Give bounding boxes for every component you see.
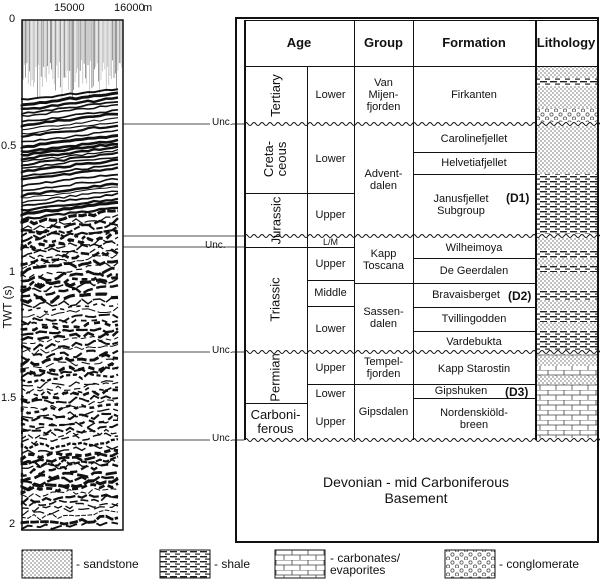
period-permian: Permian: [267, 353, 283, 402]
x-unit: m: [143, 2, 153, 14]
legend-carbonates: - carbonates/ evaporites: [330, 551, 401, 577]
header-group: Group: [364, 35, 403, 50]
group: Gipsdalen: [358, 406, 409, 418]
x-tick: 15000: [54, 2, 85, 14]
x-tick: 16000: [114, 2, 145, 14]
epoch: Lower: [315, 89, 346, 101]
period-carboniferous: Carboni- ferous: [250, 406, 301, 436]
y-tick: 2: [9, 518, 16, 530]
header-age: Age: [286, 35, 312, 50]
group: Kapp Toscana: [363, 247, 404, 272]
epoch: Upper: [315, 415, 346, 428]
formation: Wilheimoya: [445, 241, 503, 254]
formation: Gipshuken: [434, 385, 488, 397]
period-cretaceous: Creta- ceous: [261, 140, 290, 177]
epoch: L/M: [322, 237, 338, 247]
marker-d2: (D2): [508, 289, 532, 303]
epoch: Upper: [315, 257, 346, 270]
legend-shale: - shale: [214, 557, 251, 571]
formation: Janusfjellet Subgroup: [433, 193, 489, 217]
basement-label: Devonian - mid Carboniferous Basement: [323, 474, 509, 506]
epoch: Lower: [315, 387, 346, 400]
group: Van Mijen- fjorden: [366, 77, 401, 113]
epoch: Upper: [315, 362, 346, 374]
y-tick: 1.5: [1, 392, 17, 404]
formation: Bravaisberget: [432, 289, 500, 301]
formation: Vardebukta: [446, 335, 502, 348]
period-jurassic: Jurassic: [268, 196, 283, 244]
period-tertiary: Tertiary: [268, 73, 283, 117]
group: Tempel- fjorden: [363, 356, 404, 380]
unconformity-line: [243, 438, 600, 442]
period-triassic: Triassic: [267, 277, 283, 322]
y-axis-label: TWT (s): [0, 285, 15, 329]
group: Sassen- dalen: [363, 305, 404, 330]
strat-table: [235, 17, 599, 543]
marker-d1: (D1): [506, 191, 530, 205]
y-tick: 0: [9, 13, 16, 25]
formation: Kapp Starostin: [437, 363, 511, 375]
group: Advent- dalen: [364, 168, 403, 192]
y-tick: 1: [9, 266, 16, 278]
epoch: Lower: [315, 323, 346, 335]
unc-label: Unc.: [212, 117, 233, 128]
unc-label: Unc.: [212, 345, 233, 356]
unconformity-line: [243, 122, 600, 126]
epoch: Middle: [314, 287, 347, 299]
formation: Tvillingodden: [441, 313, 507, 325]
unconformity-line: [243, 234, 600, 238]
seismic-section: [20, 20, 244, 531]
formation: Carolinefjellet: [440, 133, 508, 145]
legend-sandstone: - sandstone: [76, 557, 139, 571]
formation: Nordenskiöld- breen: [440, 407, 508, 431]
legend-conglomerate: - conglomerate: [499, 557, 580, 571]
formation: De Geerdalen: [439, 264, 509, 277]
unc-label: Unc.: [205, 240, 226, 251]
unconformity-line: [243, 350, 600, 354]
epoch: Lower: [315, 152, 346, 165]
epoch: Upper: [315, 208, 346, 221]
y-tick: 0.5: [1, 140, 17, 152]
unc-label: Unc.: [212, 433, 233, 444]
header-formation: Formation: [442, 35, 506, 50]
formation: Helvetiafjellet: [441, 157, 507, 169]
header-lithology: Lithology: [536, 35, 596, 50]
formation: Firkanten: [451, 89, 497, 101]
marker-d3: (D3): [505, 385, 529, 399]
